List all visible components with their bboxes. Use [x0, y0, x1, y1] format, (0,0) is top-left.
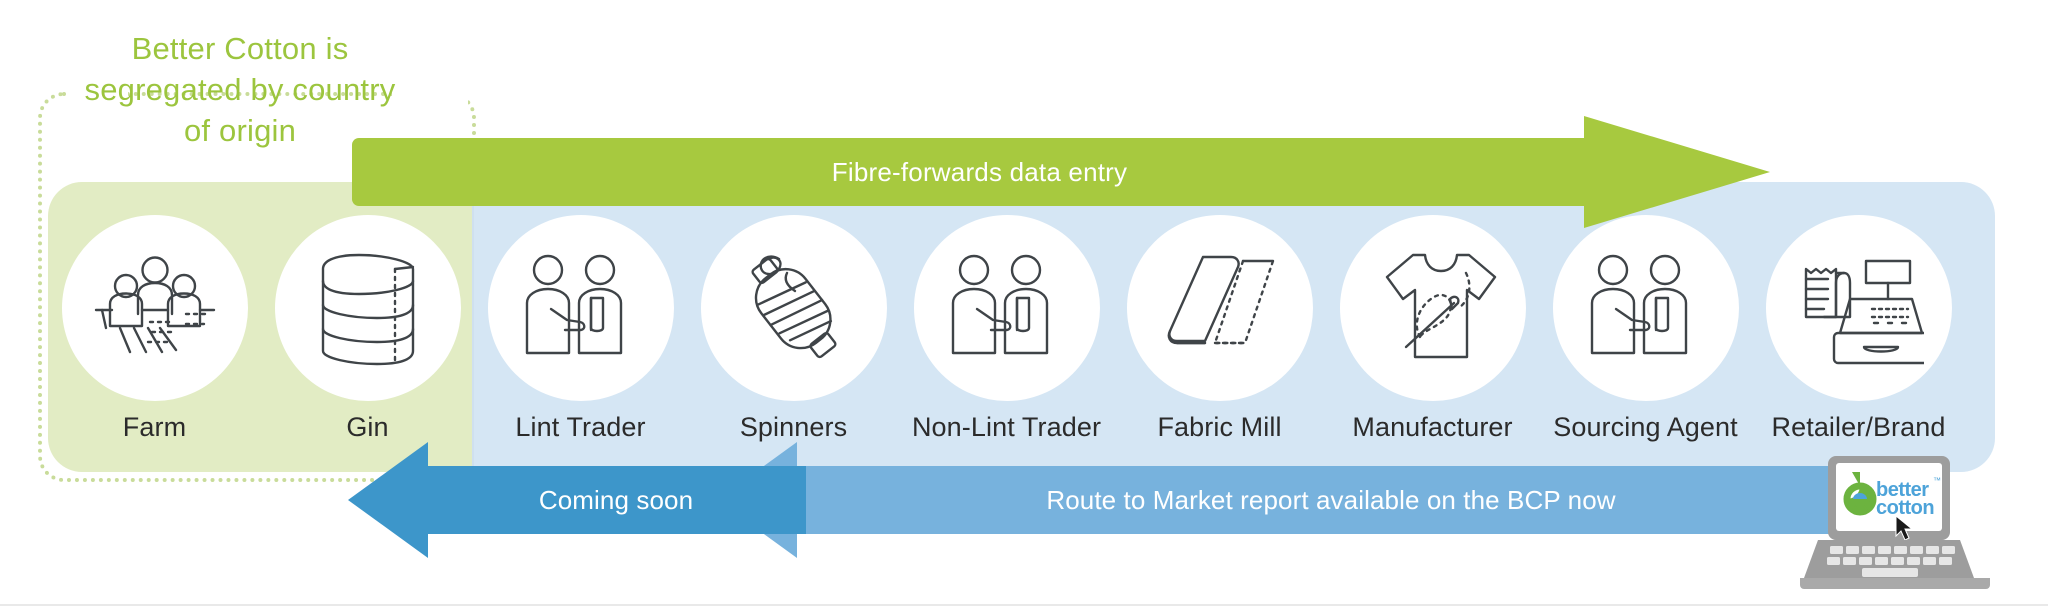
supply-chain-stages: Farm Gin [48, 182, 1995, 472]
route-to-market-arrow: Route to Market report available on the … [717, 442, 1867, 558]
coming-soon-arrow: Coming soon [348, 442, 806, 558]
fibre-forwards-arrow: Fibre-forwards data entry [352, 116, 1770, 228]
handshake-icon [913, 215, 1100, 401]
handshake-icon [1552, 215, 1739, 401]
coming-soon-arrow-label: Coming soon [538, 484, 694, 515]
stage-manufacturer[interactable]: Manufacturer [1326, 182, 1539, 472]
stage-farm[interactable]: Farm [48, 182, 261, 472]
stage-gin[interactable]: Gin [261, 182, 474, 472]
svg-text:™: ™ [1933, 476, 1941, 485]
route-to-market-arrow-label: Route to Market report available on the … [1046, 484, 1616, 515]
tshirt-needle-icon [1339, 215, 1526, 401]
stage-label: Retailer/Brand [1771, 412, 1946, 442]
stage-fabric-mill[interactable]: Fabric Mill [1113, 182, 1326, 472]
yarn-spool-icon [700, 215, 887, 401]
fibre-forwards-arrow-label: Fibre-forwards data entry [831, 156, 1128, 187]
stage-lint-trader[interactable]: Lint Trader [474, 182, 687, 472]
stage-label: Gin [346, 412, 389, 442]
mouse-cursor-icon [1895, 514, 1914, 541]
cash-register-icon [1765, 215, 1952, 401]
stage-label: Sourcing Agent [1553, 412, 1738, 442]
stage-label: Spinners [739, 412, 848, 442]
callout-border-mask-left [66, 80, 128, 106]
callout-border-mask-right [392, 80, 468, 106]
stage-label: Farm [122, 412, 187, 442]
stage-retailer-brand[interactable]: Retailer/Brand [1752, 182, 1965, 472]
svg-text:cotton: cotton [1876, 497, 1934, 519]
handshake-icon [487, 215, 674, 401]
stage-label: Lint Trader [515, 412, 646, 442]
fibre-forwards-arrow-head [1584, 116, 1770, 228]
better-cotton-b-icon [1843, 472, 1877, 516]
folded-fabric-icon [1126, 215, 1313, 401]
route-to-market-arrow-shaft [795, 466, 1867, 534]
stage-sourcing-agent[interactable]: Sourcing Agent [1539, 182, 1752, 472]
stage-non-lint-trader[interactable]: Non-Lint Trader [900, 182, 1113, 472]
stage-label: Fabric Mill [1157, 412, 1282, 442]
coming-soon-arrow-head [348, 442, 428, 558]
segregation-callout-text: Better Cotton is segregated by country o… [84, 31, 396, 149]
stage-spinners[interactable]: Spinners [687, 182, 900, 472]
stage-label: Non-Lint Trader [911, 412, 1102, 442]
farmers-field-icon [61, 215, 248, 401]
cotton-bales-icon [274, 215, 461, 401]
laptop-icon: better cotton ™ [1800, 452, 1990, 602]
svg-text:better: better [1876, 479, 1929, 501]
stage-label: Manufacturer [1352, 412, 1513, 442]
coming-soon-arrow-shaft [426, 466, 806, 534]
bottom-divider [0, 604, 2048, 606]
fibre-forwards-arrow-shaft [352, 138, 1607, 206]
